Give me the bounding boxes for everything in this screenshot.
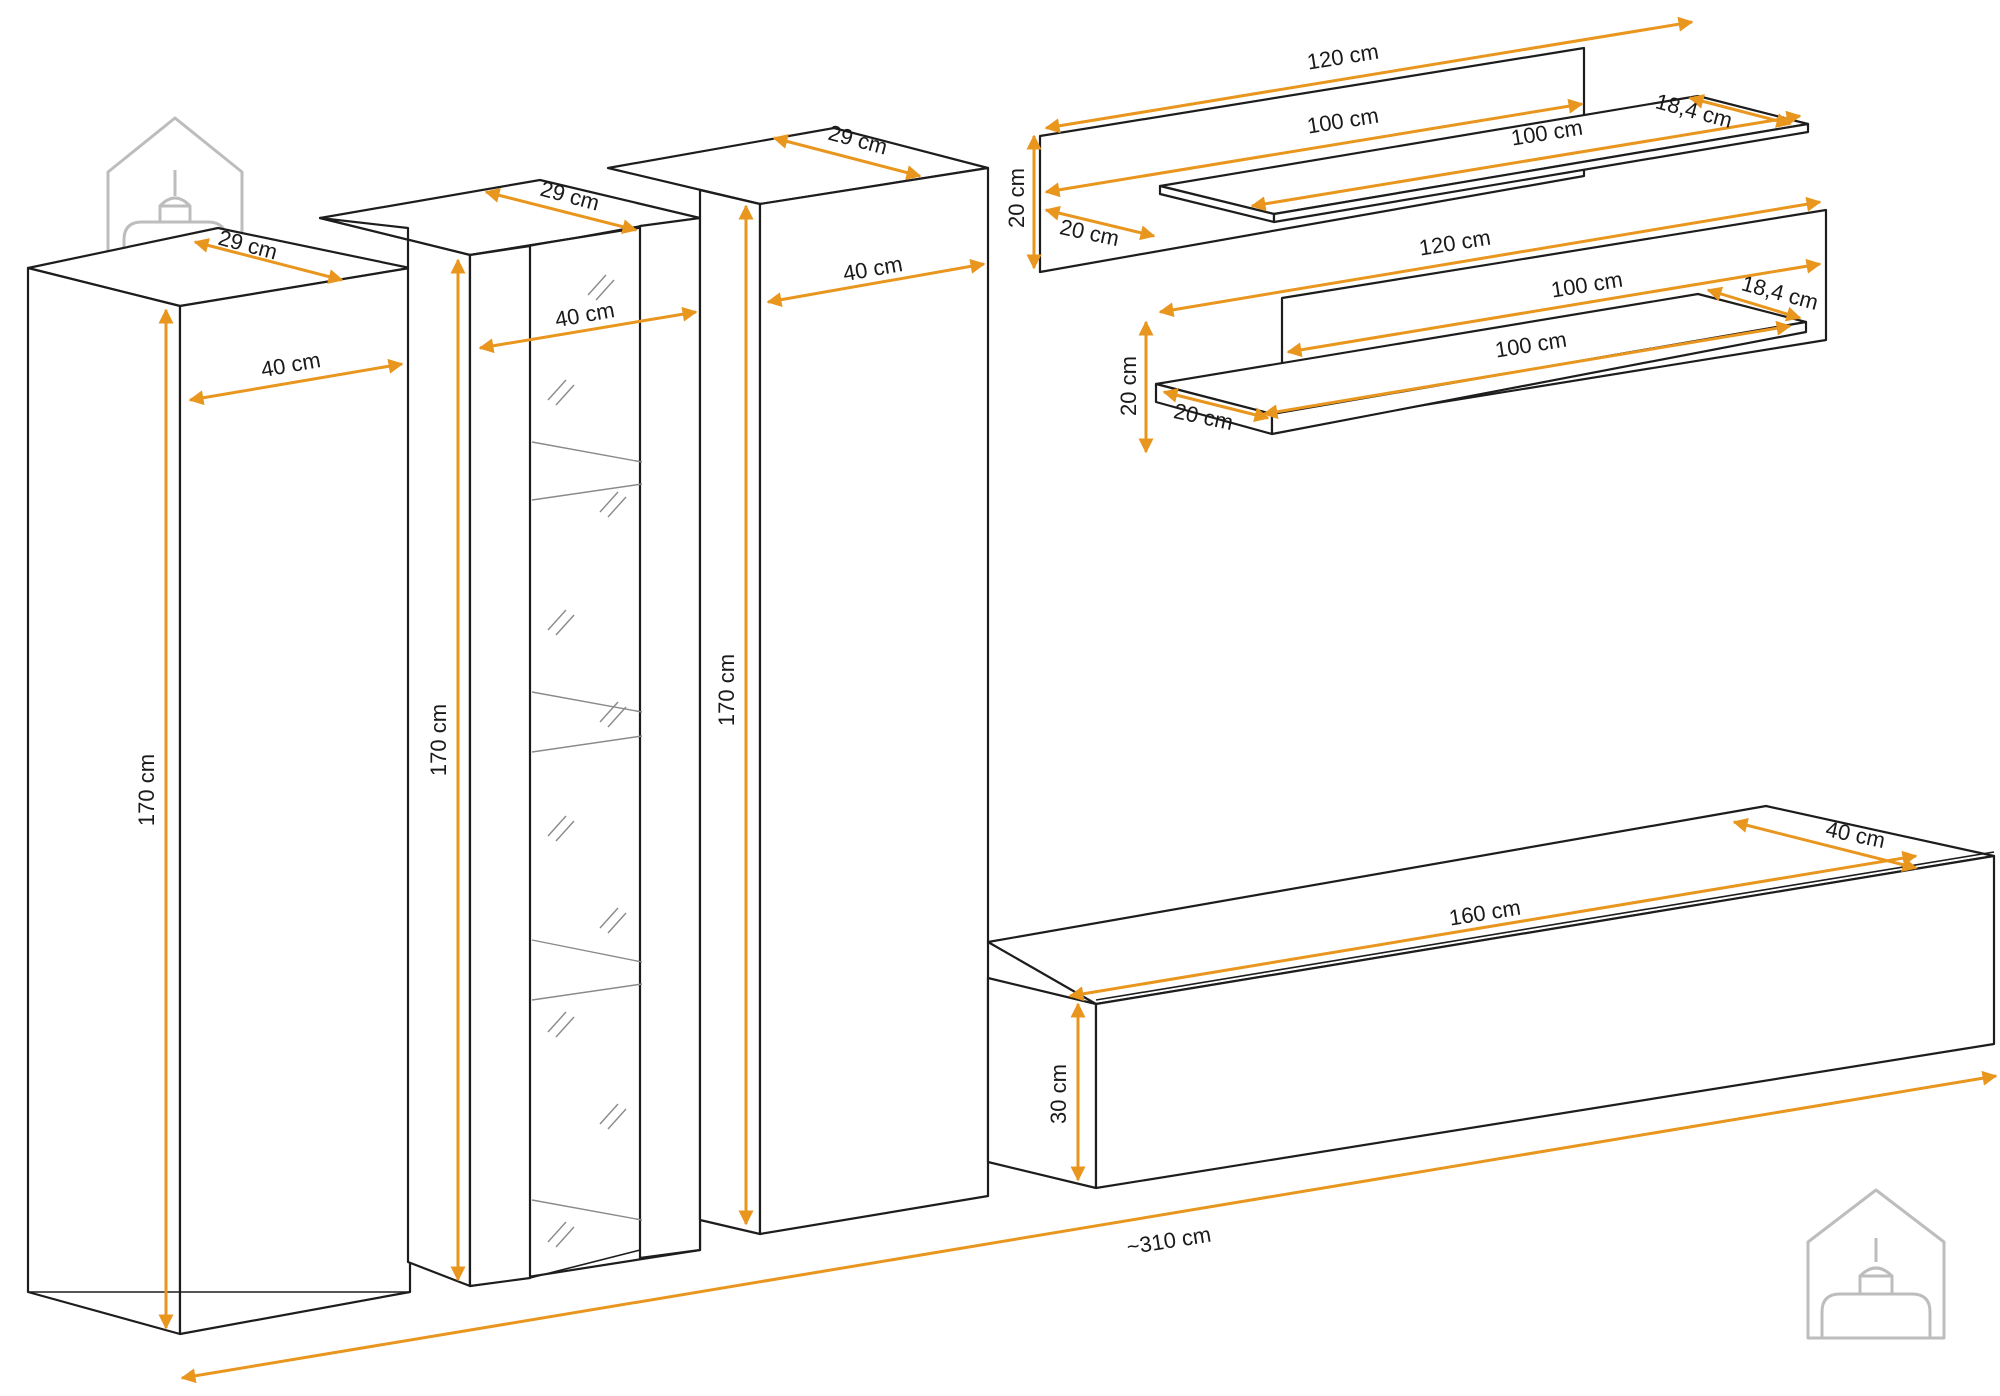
house-logo-icon: [1806, 1188, 1946, 1340]
shelf-bottom-panel-height-label: 20 cm: [1116, 356, 1141, 416]
tv-unit-height-label: 30 cm: [1046, 1064, 1071, 1124]
shelf-top-panel-height-label: 20 cm: [1004, 168, 1029, 228]
dimension-lines: [158, 16, 1998, 1384]
cabinet-right-height-label: 170 cm: [714, 654, 739, 726]
cabinet-left-height-label: 170 cm: [134, 754, 159, 826]
tv-unit: [986, 804, 1996, 1190]
total-width-label: ~310 cm: [1125, 1222, 1213, 1260]
shelf-bottom-panel-width-label: 120 cm: [1417, 225, 1492, 261]
dimension-labels: 29 cm 40 cm 170 cm 29 cm 40 cm 170 cm 29…: [134, 39, 1887, 1260]
shelf-top-panel-width-label: 120 cm: [1305, 39, 1380, 75]
cabinet-glass-height-label: 170 cm: [426, 704, 451, 776]
